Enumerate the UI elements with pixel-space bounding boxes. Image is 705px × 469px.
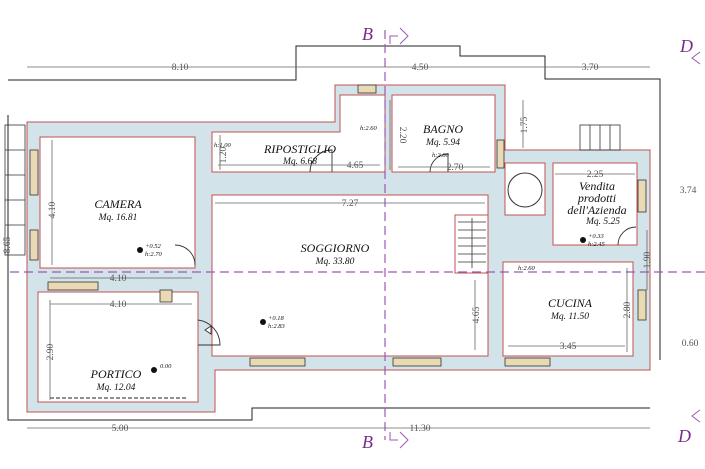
room-soggiorno: [211, 194, 489, 357]
room-cucina: [502, 261, 634, 357]
room-label-bagno: BAGNO: [423, 122, 463, 136]
dim-portico-height: 2.90: [46, 343, 56, 360]
dim-rip-width: 4.65: [347, 161, 364, 171]
level-camera-h: h:2.70: [145, 251, 163, 258]
level-marker-icon: [580, 237, 586, 243]
dimension-labels: 8.10 4.50 3.70 5.00 11.30 8.65 4.10 4.10…: [3, 63, 699, 434]
dim-bagno-height: 2.20: [397, 127, 407, 144]
room-vendita: [552, 162, 638, 246]
dim-stair-height: 1.75: [520, 116, 530, 133]
dim-right-374: 3.74: [680, 186, 697, 196]
level-soggiorno-h: h:2.83: [268, 323, 286, 330]
dim-bagno-width: 2.70: [447, 163, 464, 173]
dim-right-190: 1.90: [643, 251, 653, 268]
dim-soggiorno-height: 4.65: [472, 306, 482, 323]
arrow-icon: [691, 51, 701, 65]
dim-camera-height: 4.10: [48, 201, 58, 218]
room-area-camera: Mq. 16.81: [98, 213, 138, 223]
arrow-icon: [389, 27, 409, 45]
level-rip-h: h:1.00: [214, 142, 232, 149]
outer-stair-icon: [4, 124, 621, 256]
room-camera: [39, 136, 196, 269]
dim-right-060: 0.60: [682, 339, 699, 349]
room-label-vendita-1: Vendita: [579, 179, 615, 193]
section-d-bottom: D: [677, 426, 691, 446]
dim-portico-width: 4.10: [110, 300, 127, 310]
level-bagno-h: h:2.60: [432, 152, 450, 159]
dim-bottom-left: 5.00: [112, 424, 129, 434]
room-label-cucina: CUCINA: [548, 296, 593, 310]
level-rip-h2: h:2.60: [360, 125, 378, 132]
boiler-tank: [507, 172, 543, 208]
level-portico: 0.00: [160, 363, 172, 370]
level-marker-icon: [137, 247, 143, 253]
room-area-portico: Mq. 12.04: [96, 383, 136, 393]
dimension-lines: [27, 66, 650, 429]
level-marker-icon: [260, 319, 266, 325]
room-portico: [37, 291, 199, 403]
dim-top-mid: 4.50: [412, 63, 429, 73]
section-b-bottom: B: [362, 432, 373, 452]
room-area-bagno: Mq. 5.94: [425, 138, 460, 148]
room-bagno: [391, 94, 496, 173]
level-vendita-h: h:2.45: [588, 241, 606, 248]
room-label-portico: PORTICO: [90, 367, 142, 381]
room-area-cucina: Mq. 11.50: [550, 312, 589, 322]
room-area-vendita: Mq. 5.25: [585, 217, 620, 227]
section-b-top: B: [362, 24, 373, 44]
dim-soggiorno-width: 7.27: [342, 199, 359, 209]
stair-icon: [458, 218, 486, 268]
room-label-ripostiglio: RIPOSTIGLIO: [263, 142, 336, 156]
level-camera: +0.52: [145, 243, 162, 250]
level-soggiorno: +0.18: [268, 315, 285, 322]
room-stair: [454, 214, 489, 274]
dim-bottom-right: 11.30: [409, 424, 430, 434]
dim-top-left: 8.10: [172, 63, 189, 73]
room-label-vendita-2: prodotti: [577, 191, 616, 205]
section-d-top: D: [679, 36, 693, 56]
arrow-icon: [691, 409, 701, 423]
dim-rip-height: 1.20: [219, 146, 229, 163]
room-label-vendita-3: dell'Azienda: [567, 203, 626, 217]
room-area-ripostiglio: Mq. 6.68: [282, 157, 317, 167]
level-corridor-h: h:2.60: [518, 265, 536, 272]
room-label-soggiorno: SOGGIORNO: [301, 241, 370, 255]
arrow-icon: [389, 431, 409, 449]
dim-camera-width: 4.10: [110, 274, 127, 284]
dim-cucina-width: 3.45: [560, 342, 577, 352]
level-markers: h:1.00 h:2.60 h:2.60 +0.52 h:2.70 +0.18 …: [137, 125, 606, 373]
dim-left-total: 8.65: [3, 236, 13, 253]
terrace-outline: [8, 45, 661, 360]
room-label-camera: CAMERA: [94, 197, 142, 211]
level-marker-icon: [151, 367, 157, 373]
dim-cucina-height: 2.80: [623, 301, 633, 318]
windows: [29, 84, 647, 367]
doors[interactable]: [174, 149, 637, 346]
dim-vendita-width: 2.25: [587, 170, 604, 180]
room-area-soggiorno: Mq. 33.80: [315, 257, 355, 267]
dim-top-right: 3.70: [582, 63, 599, 73]
level-vendita: +0.33: [588, 233, 605, 240]
